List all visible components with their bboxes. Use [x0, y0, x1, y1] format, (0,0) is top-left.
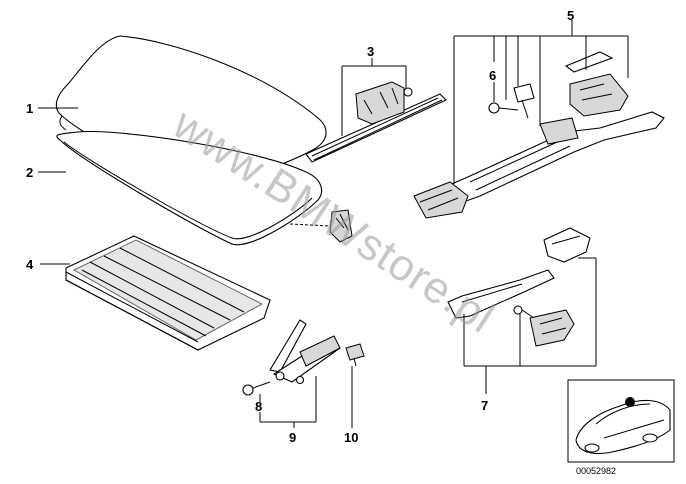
sunshade-part — [65, 235, 271, 351]
screw-part — [242, 381, 271, 396]
hinge-part — [269, 319, 341, 385]
callout-3: 3 — [367, 44, 374, 59]
seal-clip-detail — [289, 209, 353, 243]
callout-2: 2 — [26, 165, 33, 180]
callout-10: 10 — [344, 430, 358, 445]
callout-1: 1 — [26, 101, 33, 116]
callout-5: 5 — [567, 8, 574, 23]
drive-mechanism-part — [413, 51, 665, 219]
callout-9: 9 — [289, 430, 296, 445]
seal-part — [56, 130, 323, 246]
callout-7: 7 — [481, 398, 488, 413]
inset-car-thumbnail — [567, 379, 675, 463]
guide-rail-part — [305, 81, 447, 163]
callout-4: 4 — [26, 257, 34, 272]
lever-assembly-part — [447, 227, 591, 347]
leader-lines — [38, 20, 629, 428]
callout-6: 6 — [489, 68, 496, 83]
callout-8: 8 — [255, 399, 262, 414]
bolt-part — [345, 343, 365, 367]
inset-code: 00052982 — [576, 466, 616, 476]
